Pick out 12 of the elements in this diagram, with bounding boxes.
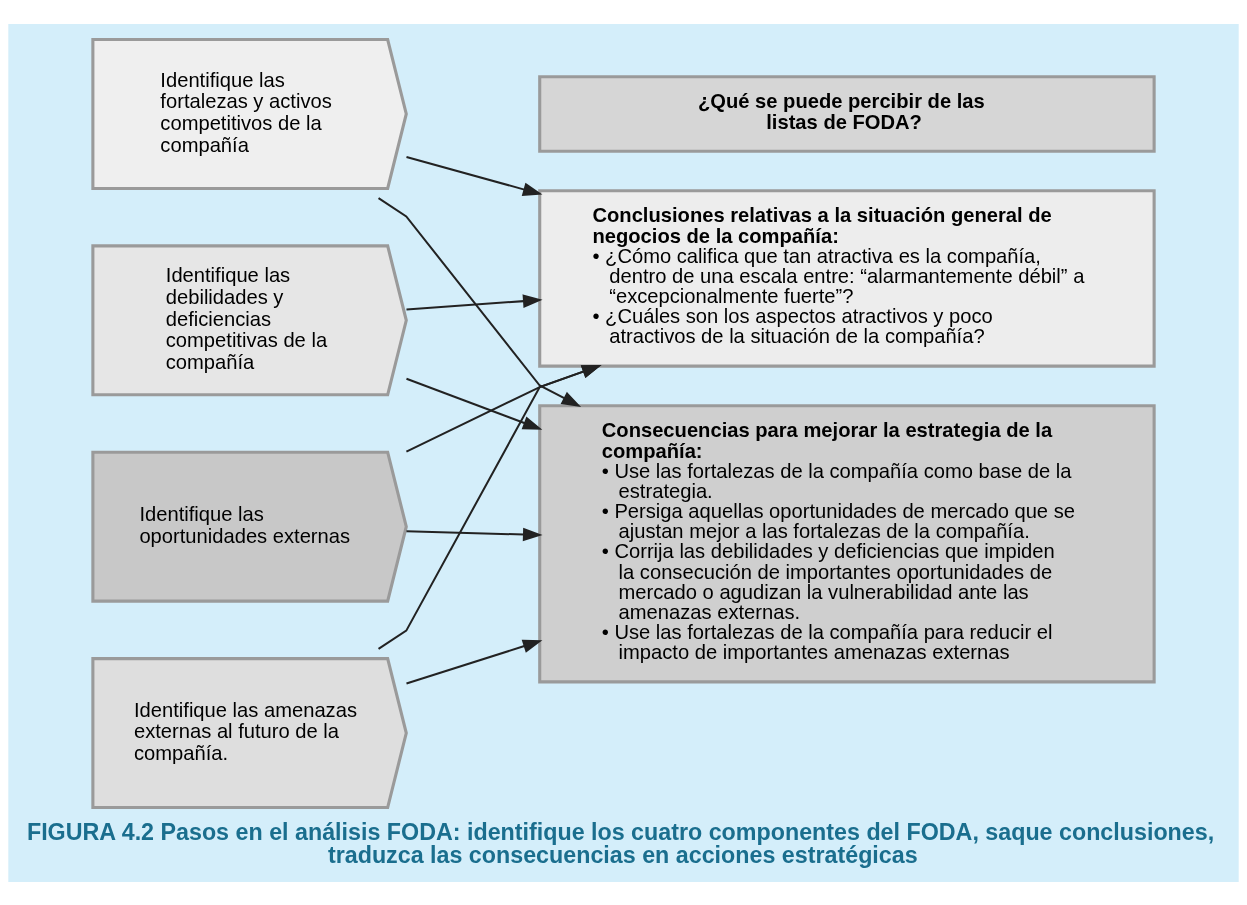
- arrow: [406, 377, 543, 430]
- arrow: [406, 527, 543, 541]
- node-box: Conclusiones relativas a la situación general de negocios de la compañía: • ¿Cómo califica que tan atractiva es la compañía, dentro de una escala entre: “alarmantemente débil” a “excepcionalmente fuerte”? • ¿Cuáles son los aspectos atractivos y poco atractivos de la situación de la compañía?: [538, 188, 1156, 368]
- node-box: ¿Qué se puede percibir de las listas de FODA?: [538, 74, 1156, 153]
- arrow: [406, 639, 543, 685]
- arrow: [378, 364, 602, 650]
- arrow: [406, 293, 543, 310]
- arrow: [405, 364, 602, 452]
- arrow: [406, 155, 543, 196]
- caption: FIGURA 4.2 Pasos en el análisis FODA: identifique los cuatro componentes del FODA, saque conclusiones, traduzca las consecuencias en acciones estratégicas: [26, 818, 1215, 868]
- node-box: Consecuencias para mejorar la estrategia de la compañía: • Use las fortalezas de la compañía como base de la estrategia. • Persiga aquellas oportunidades de mercado que se ajustan mejor a las fortalezas de la compañía. • Corrija las debilidades y deficiencias que impiden la consecución de importantes oportunidades de mercado o agudizan la vulnerabilidad ante las amenazas externas. • Use las fortalezas de la compañía para reducir el impacto de importantes amenazas externas: [538, 403, 1156, 683]
- arrow: [378, 196, 582, 407]
